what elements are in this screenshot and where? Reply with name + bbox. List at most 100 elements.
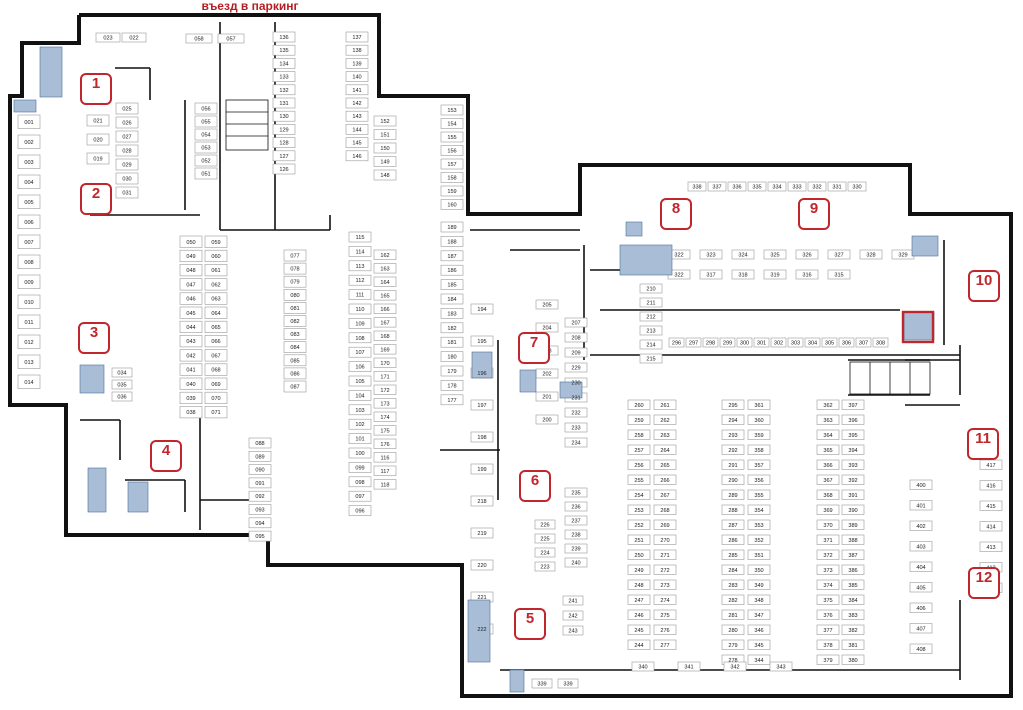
space-label: 118 bbox=[381, 482, 390, 488]
parking-space bbox=[816, 474, 840, 485]
parking-space bbox=[564, 407, 588, 418]
parking-space bbox=[841, 504, 865, 515]
space-label: 268 bbox=[660, 508, 669, 514]
parking-space bbox=[627, 444, 651, 455]
space-label: 335 bbox=[752, 185, 761, 191]
space-label: 047 bbox=[186, 282, 195, 288]
parking-space bbox=[747, 519, 771, 530]
space-label: 013 bbox=[24, 360, 33, 366]
parking-space bbox=[795, 249, 819, 260]
parking-space bbox=[470, 559, 494, 571]
space-label: 402 bbox=[916, 524, 925, 530]
parking-space bbox=[115, 186, 139, 199]
space-label: 102 bbox=[355, 422, 364, 428]
space-label: 394 bbox=[848, 448, 857, 454]
parking-space bbox=[639, 339, 663, 350]
space-label: 178 bbox=[447, 383, 456, 389]
space-label: 060 bbox=[211, 254, 220, 260]
space-label: 145 bbox=[352, 141, 361, 147]
space-label: 030 bbox=[122, 177, 131, 183]
space-label: 300 bbox=[740, 341, 749, 347]
space-label: 086 bbox=[290, 371, 299, 377]
zone-1-badge: 1 bbox=[80, 73, 112, 105]
space-label: 401 bbox=[916, 503, 925, 509]
parking-space bbox=[838, 337, 855, 348]
parking-space bbox=[204, 264, 228, 277]
space-label: 177 bbox=[447, 398, 456, 404]
parking-space bbox=[204, 363, 228, 376]
parking-space bbox=[440, 118, 464, 129]
parking-space bbox=[111, 391, 133, 402]
parking-space bbox=[283, 288, 307, 301]
space-label: 089 bbox=[255, 454, 264, 460]
parking-space bbox=[747, 444, 771, 455]
parking-space bbox=[17, 214, 41, 229]
space-label: 034 bbox=[117, 371, 126, 377]
space-label: 273 bbox=[660, 583, 669, 589]
space-label: 152 bbox=[380, 119, 389, 125]
parking-space bbox=[204, 406, 228, 419]
parking-space bbox=[557, 678, 579, 689]
parking-space bbox=[731, 269, 755, 280]
space-label: 164 bbox=[380, 280, 389, 286]
parking-space bbox=[348, 390, 372, 401]
space-label: 396 bbox=[848, 418, 857, 424]
parking-space bbox=[470, 495, 494, 507]
parking-space bbox=[440, 365, 464, 377]
parking-space bbox=[841, 489, 865, 500]
space-label: 248 bbox=[634, 583, 643, 589]
space-label: 336 bbox=[732, 185, 741, 191]
space-label: 342 bbox=[730, 665, 739, 671]
space-label: 387 bbox=[848, 553, 857, 559]
parking-space bbox=[564, 422, 588, 433]
parking-space bbox=[204, 320, 228, 334]
space-label: 403 bbox=[916, 544, 925, 550]
parking-space bbox=[531, 678, 553, 689]
parking-space bbox=[721, 399, 745, 410]
parking-space bbox=[17, 334, 41, 349]
parking-space bbox=[348, 361, 372, 372]
space-label: 258 bbox=[634, 433, 643, 439]
parking-space bbox=[841, 414, 865, 425]
parking-space bbox=[348, 375, 372, 387]
space-label: 210 bbox=[646, 287, 655, 293]
parking-space bbox=[627, 429, 651, 440]
space-label: 154 bbox=[447, 122, 456, 128]
space-label: 386 bbox=[848, 568, 857, 574]
space-label: 078 bbox=[290, 267, 299, 273]
space-label: 326 bbox=[802, 253, 811, 259]
parking-space bbox=[639, 325, 663, 336]
parking-space bbox=[204, 278, 228, 291]
space-label: 010 bbox=[24, 300, 33, 306]
parking-space bbox=[699, 269, 723, 280]
parking-space bbox=[440, 236, 464, 247]
space-label: 053 bbox=[201, 146, 210, 152]
parking-space bbox=[653, 444, 677, 455]
parking-space bbox=[627, 519, 651, 530]
space-label: 051 bbox=[201, 172, 210, 178]
parking-space bbox=[345, 124, 369, 135]
space-label: 031 bbox=[122, 191, 131, 197]
parking-space bbox=[440, 199, 464, 210]
parking-space bbox=[639, 283, 663, 294]
space-label: 388 bbox=[848, 538, 857, 544]
space-label: 363 bbox=[823, 418, 832, 424]
parking-space bbox=[816, 504, 840, 515]
space-label: 361 bbox=[754, 403, 763, 409]
parking-space bbox=[348, 274, 372, 286]
parking-space bbox=[440, 221, 464, 233]
parking-space bbox=[564, 362, 588, 373]
space-label: 358 bbox=[754, 448, 763, 454]
space-label: 263 bbox=[660, 433, 669, 439]
space-label: 366 bbox=[823, 463, 832, 469]
parking-space bbox=[816, 639, 840, 650]
parking-space bbox=[816, 624, 840, 635]
space-label: 212 bbox=[646, 315, 655, 321]
space-label: 200 bbox=[542, 418, 551, 424]
parking-space bbox=[909, 500, 933, 511]
parking-space bbox=[687, 181, 707, 192]
parking-space bbox=[721, 609, 745, 620]
parking-space bbox=[345, 150, 369, 162]
parking-space bbox=[721, 414, 745, 425]
